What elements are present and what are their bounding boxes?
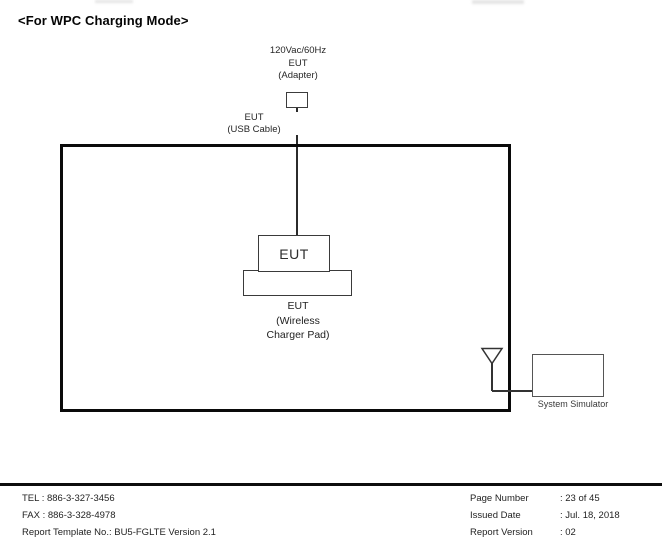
charger-pad-label-eut: EUT [287, 300, 309, 312]
adapter-box [286, 92, 308, 108]
antenna-stem-line [491, 363, 493, 391]
adapter-label: 120Vac/60Hz EUT (Adapter) [248, 45, 348, 83]
footer-tel: TEL : 886-3-327-3456 [22, 493, 115, 504]
antenna-icon [480, 347, 504, 365]
section-title: <For WPC Charging Mode> [18, 13, 189, 28]
footer-row-report-version: Report Version : 02 [470, 524, 620, 541]
footer-template-no: Report Template No.: BU5-FGLTE Version 2… [22, 527, 216, 538]
eut-device-label: EUT [279, 245, 309, 262]
footer-label-report-version: Report Version [470, 527, 533, 538]
usb-cable-label-eut: EUT [244, 112, 264, 123]
footer-label-issued-date: Issued Date [470, 510, 521, 521]
charger-pad-label: EUT (Wireless Charger Pad) [238, 299, 358, 343]
footer-row-page-number: Page Number : 23 of 45 [470, 490, 620, 507]
adapter-label-adapter: (Adapter) [278, 70, 318, 81]
usb-cable-label: EUT (USB Cable) [210, 112, 298, 135]
eut-device-box: EUT [258, 235, 330, 272]
scan-artifact [95, 0, 133, 3]
footer-value-page-number: : 23 of 45 [560, 493, 600, 504]
footer-divider [0, 483, 662, 486]
adapter-label-voltage: 120Vac/60Hz [269, 45, 327, 56]
footer-value-report-version: : 02 [560, 527, 576, 538]
adapter-label-eut: EUT [288, 57, 308, 69]
charger-pad-label-pad: Charger Pad) [266, 329, 330, 341]
system-simulator-label: System Simulator [537, 399, 609, 409]
charger-pad-label-wireless: (Wireless [276, 314, 320, 327]
system-simulator-box [532, 354, 604, 397]
charger-pad-box [243, 270, 352, 296]
footer-value-issued-date: : Jul. 18, 2018 [560, 510, 620, 521]
scan-artifact [472, 0, 524, 4]
usb-cable-line [296, 108, 298, 236]
footer-contact-block: TEL : 886-3-327-3456 FAX : 886-3-328-497… [22, 490, 216, 541]
simulator-connection-line [492, 390, 533, 392]
footer-row-issued-date: Issued Date : Jul. 18, 2018 [470, 507, 620, 524]
footer-label-page-number: Page Number [470, 493, 529, 504]
footer-meta-block: Page Number : 23 of 45 Issued Date : Jul… [470, 490, 620, 541]
usb-cable-label-cable: (USB Cable) [227, 123, 281, 135]
test-chamber-box [60, 144, 511, 412]
footer-fax: FAX : 886-3-328-4978 [22, 510, 116, 521]
